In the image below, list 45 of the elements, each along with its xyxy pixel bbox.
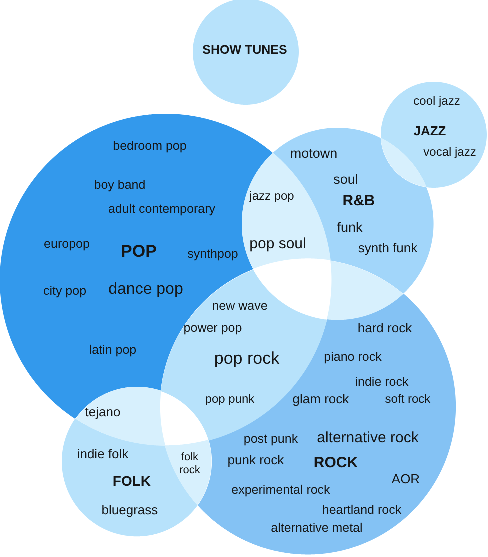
- genre-label: folk rock: [178, 451, 202, 477]
- genre-label: vocal jazz: [424, 146, 476, 160]
- genre-label: synth funk: [358, 242, 418, 256]
- genre-label: motown: [290, 146, 338, 162]
- genre-label: adult contemporary: [108, 202, 216, 216]
- genre-label: boy band: [94, 178, 146, 192]
- genre-label: post punk: [244, 432, 298, 446]
- genre-label: hard rock: [358, 322, 412, 336]
- genre-label: piano rock: [324, 350, 382, 364]
- genre-label: soul: [334, 172, 358, 188]
- genre-label: tejano: [85, 406, 121, 420]
- genre-label: pop soul: [250, 235, 306, 253]
- genre-label: punk rock: [228, 454, 284, 468]
- genre-heading: R&B: [342, 192, 376, 210]
- genre-label: soft rock: [385, 393, 431, 407]
- genre-heading: FOLK: [112, 472, 152, 490]
- genre-heading: JAZZ: [414, 124, 446, 140]
- genre-label: synthpop: [188, 246, 238, 262]
- genre-label: alternative rock: [317, 429, 419, 447]
- genre-label: funk: [337, 220, 363, 236]
- genre-label: bluegrass: [102, 504, 158, 518]
- genre-label: city pop: [43, 284, 87, 298]
- genre-label: cool jazz: [414, 95, 460, 109]
- genre-label: jazz pop: [250, 190, 294, 204]
- genre-label: indie folk: [77, 448, 129, 462]
- overlap-region: [165, 440, 212, 506]
- genre-label: new wave: [212, 298, 268, 314]
- genre-heading: POP: [121, 242, 157, 262]
- genre-heading: ROCK: [314, 454, 358, 472]
- genre-label: heartland rock: [322, 502, 402, 518]
- overlap-region: [76, 387, 166, 446]
- genre-label: pop rock: [214, 349, 280, 369]
- genre-label: experimental rock: [232, 482, 330, 498]
- genre-heading: SHOW TUNES: [202, 42, 288, 58]
- genre-label: europop: [44, 236, 90, 252]
- genre-label: AOR: [392, 472, 420, 488]
- genre-label: bedroom pop: [113, 138, 187, 154]
- genre-label: pop punk: [205, 393, 255, 407]
- genre-label: power pop: [184, 320, 242, 336]
- genre-label: alternative metal: [271, 520, 363, 536]
- genre-label: indie rock: [355, 374, 409, 390]
- genre-label: dance pop: [108, 280, 184, 300]
- genre-label: glam rock: [292, 392, 350, 408]
- overlap-region: [327, 260, 404, 320]
- genre-label: latin pop: [89, 342, 137, 358]
